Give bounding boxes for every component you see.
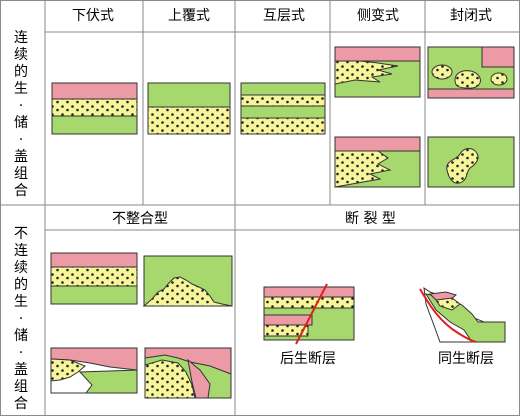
fig-underlying bbox=[51, 82, 138, 135]
row-label-discontinuous: 不连续的生 · 储 · 盖组合 bbox=[14, 226, 28, 412]
fig-lateral-bottom bbox=[334, 136, 421, 188]
fig-unconformity-2 bbox=[142, 255, 233, 307]
header-lateral-change: 侧变式 bbox=[357, 8, 399, 24]
fig-unconformity-1 bbox=[50, 252, 138, 305]
fault-line-post bbox=[295, 283, 328, 345]
fig-overlying bbox=[147, 82, 231, 135]
fig-interbedded bbox=[240, 82, 326, 135]
fig-post-fault bbox=[263, 283, 355, 345]
header-fault: 断 裂 型 bbox=[345, 211, 396, 227]
header-overlying: 上覆式 bbox=[168, 8, 210, 24]
header-unconformity: 不整合型 bbox=[112, 211, 168, 227]
fig-closed-bottom bbox=[427, 136, 515, 188]
header-interbedded: 互层式 bbox=[263, 8, 305, 24]
fig-unconformity-3 bbox=[50, 347, 138, 394]
header-closed: 封闭式 bbox=[450, 8, 492, 24]
fig-lateral-top bbox=[334, 46, 421, 98]
fig-unconformity-4 bbox=[144, 347, 232, 399]
row-label-continuous: 连续的生 · 储 · 盖组合 bbox=[14, 30, 28, 199]
header-underlying: 下伏式 bbox=[72, 8, 114, 24]
fig-syn-fault bbox=[419, 286, 506, 343]
caption-post-fault: 后生断层 bbox=[280, 351, 336, 367]
fig-closed-top bbox=[427, 46, 515, 99]
caption-syn-fault: 同生断层 bbox=[438, 351, 494, 367]
